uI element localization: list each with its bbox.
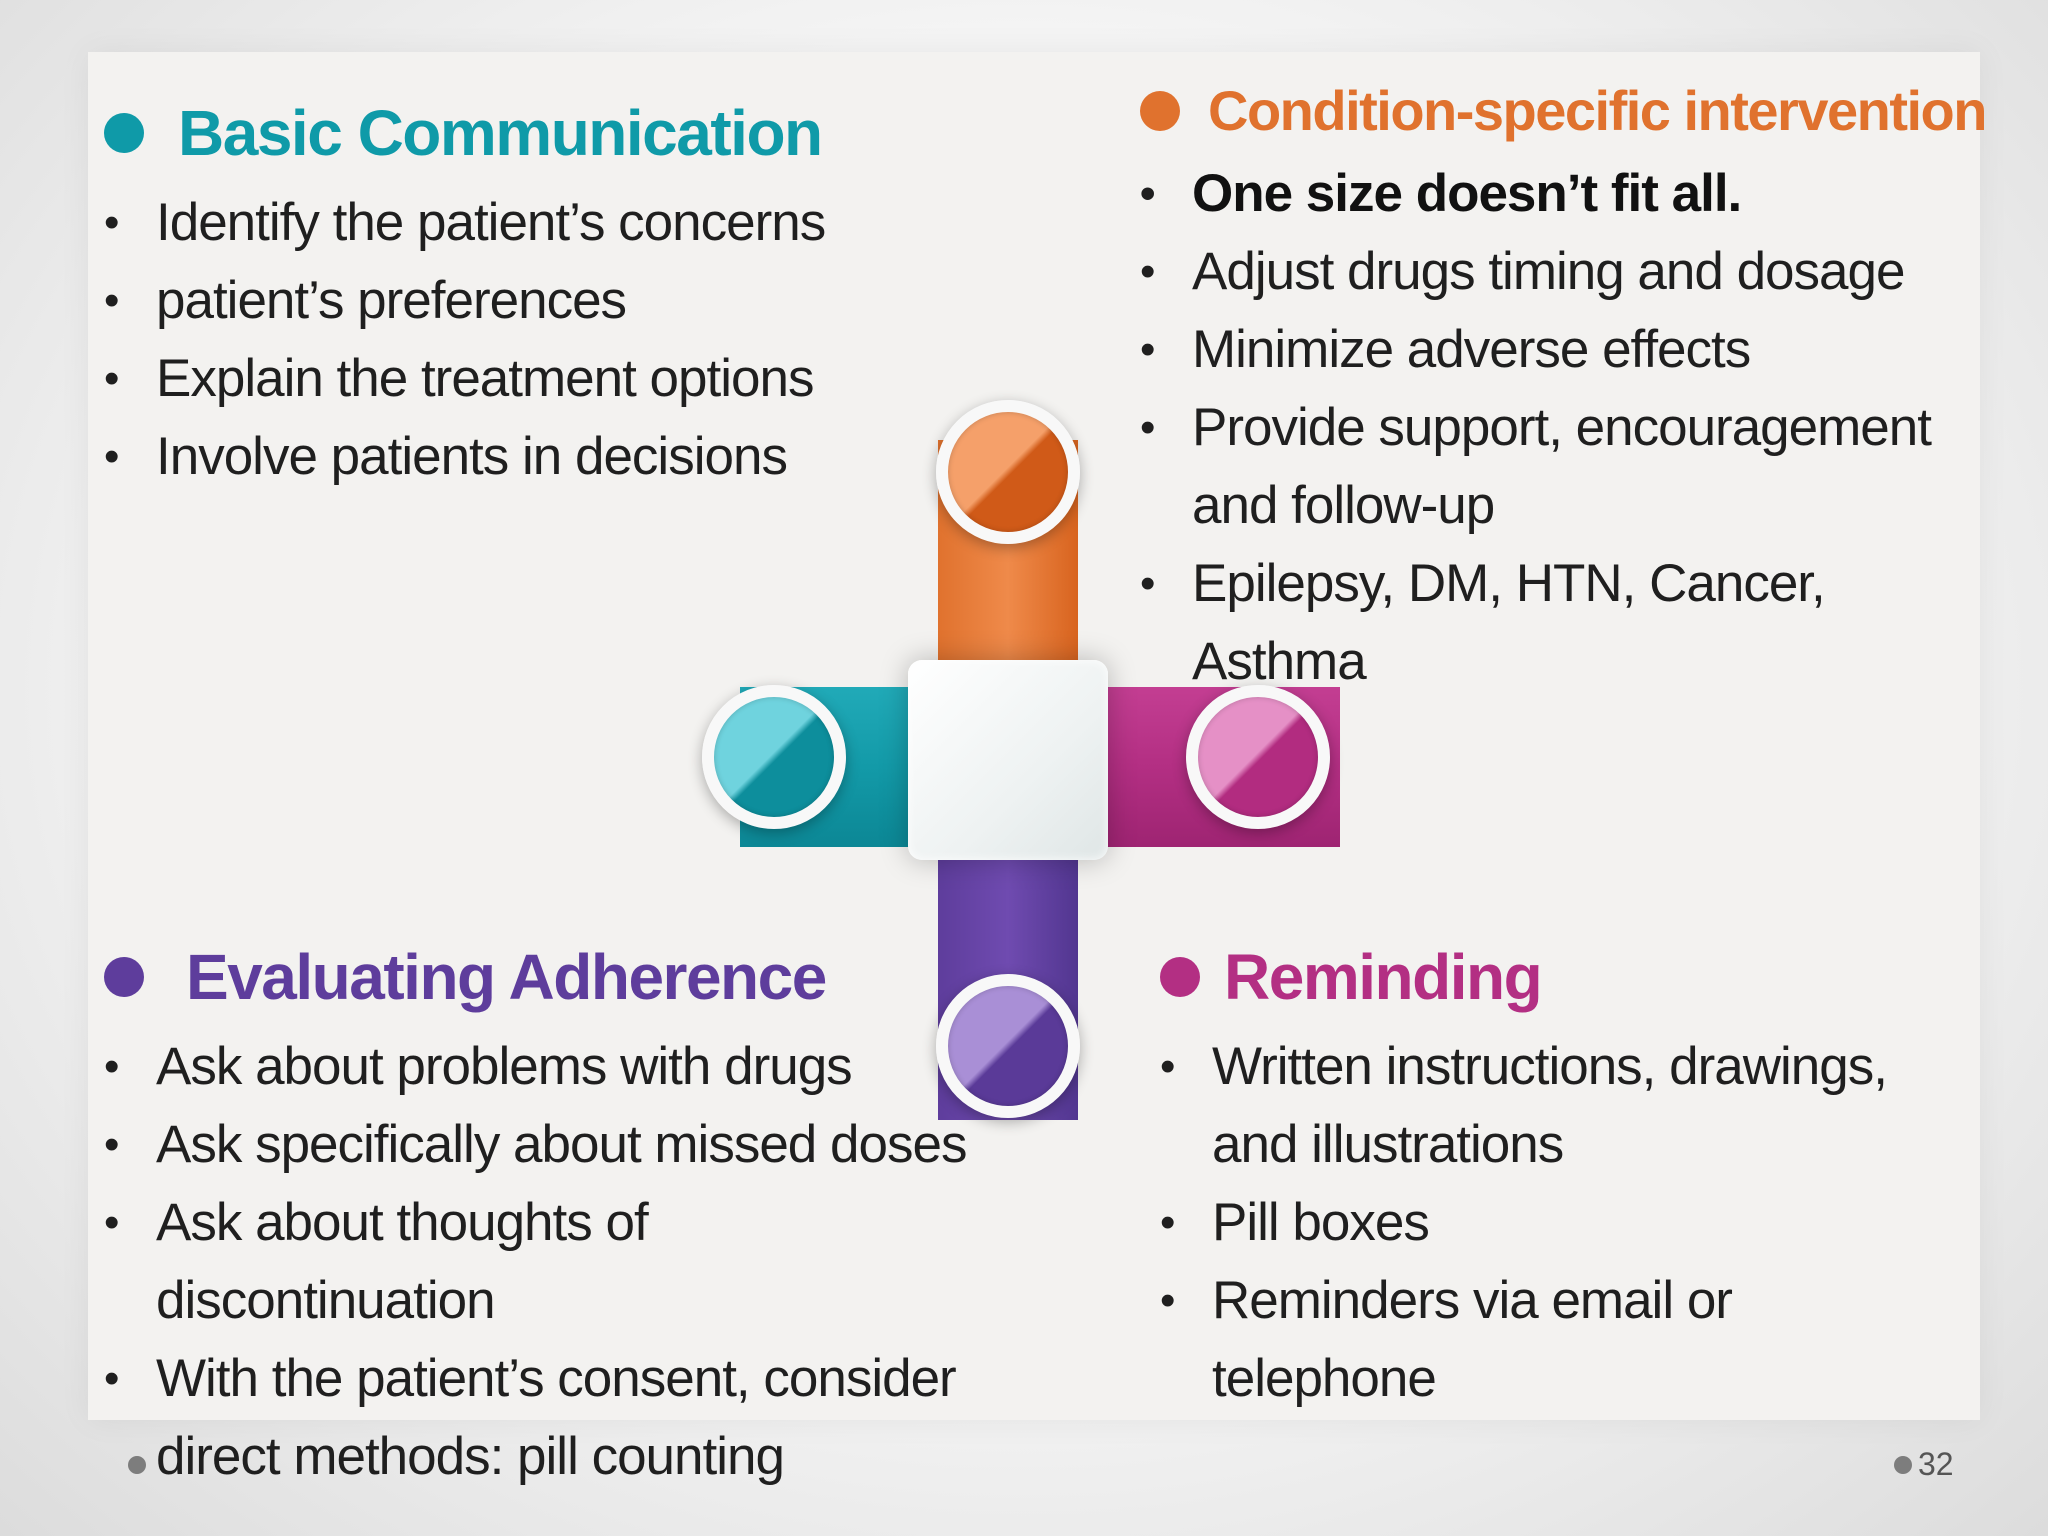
list-item: Involve patients in decisions [104, 418, 1004, 496]
list-item: One size doesn’t fit all. [1140, 155, 1980, 233]
purple-bullet-icon [104, 957, 144, 997]
quadrant-title: Reminding [1160, 940, 2000, 1014]
teal-bullet-icon [104, 113, 144, 153]
condition-specific-title: Condition-specific intervention [1208, 79, 1987, 142]
footer-dot-icon [1894, 1456, 1912, 1474]
list-item: Explain the treatment options [104, 340, 1004, 418]
list-item: Identify the patient’s concerns [104, 184, 1004, 262]
footer-dot-icon [128, 1456, 146, 1474]
magenta-circle-icon [1186, 685, 1330, 829]
list-item: Epilepsy, DM, HTN, Cancer, Asthma [1140, 545, 1980, 701]
quadrant-condition-specific: Condition-specific intervention One size… [1140, 78, 1987, 701]
list-item: Written instructions, drawings, and illu… [1160, 1028, 1960, 1184]
orange-circle-icon [936, 400, 1080, 544]
quadrant-evaluating-adherence: Evaluating Adherence Ask about problems … [104, 940, 1104, 1496]
quadrant-title: Evaluating Adherence [104, 940, 1104, 1014]
list-item: Provide support, encouragement and follo… [1140, 389, 1980, 545]
teal-circle-icon [702, 685, 846, 829]
reminding-title: Reminding [1224, 941, 1543, 1013]
reminding-list: Written instructions, drawings, and illu… [1160, 1028, 1960, 1418]
basic-communication-title: Basic Communication [178, 97, 823, 169]
list-item: Reminders via email or telephone [1160, 1262, 1960, 1418]
quadrant-title: Condition-specific intervention [1140, 78, 1987, 143]
evaluating-adherence-list: Ask about problems with drugs Ask specif… [104, 1028, 984, 1496]
center-square [908, 660, 1108, 860]
cross-diagram [680, 380, 1340, 1160]
list-item: Minimize adverse effects [1140, 311, 1980, 389]
list-item: Ask specifically about missed doses [104, 1106, 984, 1184]
quadrant-basic-communication: Basic Communication Identify the patient… [104, 96, 1004, 496]
quadrant-reminding: Reminding Written instructions, drawings… [1160, 940, 2000, 1418]
orange-bullet-icon [1140, 90, 1180, 131]
condition-specific-list: One size doesn’t fit all. Adjust drugs t… [1140, 155, 1980, 701]
list-item: Adjust drugs timing and dosage [1140, 233, 1980, 311]
quadrant-title: Basic Communication [104, 96, 1004, 170]
list-item: patient’s preferences [104, 262, 1004, 340]
list-item: Ask about thoughts of discontinuation [104, 1184, 984, 1340]
list-item: With the patient’s consent, consider dir… [104, 1340, 984, 1496]
list-item: Ask about problems with drugs [104, 1028, 984, 1106]
page-number: 32 [1918, 1446, 1954, 1482]
basic-communication-list: Identify the patient’s concerns patient’… [104, 184, 1004, 496]
magenta-bullet-icon [1160, 957, 1200, 997]
list-item: Pill boxes [1160, 1184, 1960, 1262]
evaluating-adherence-title: Evaluating Adherence [186, 941, 827, 1013]
